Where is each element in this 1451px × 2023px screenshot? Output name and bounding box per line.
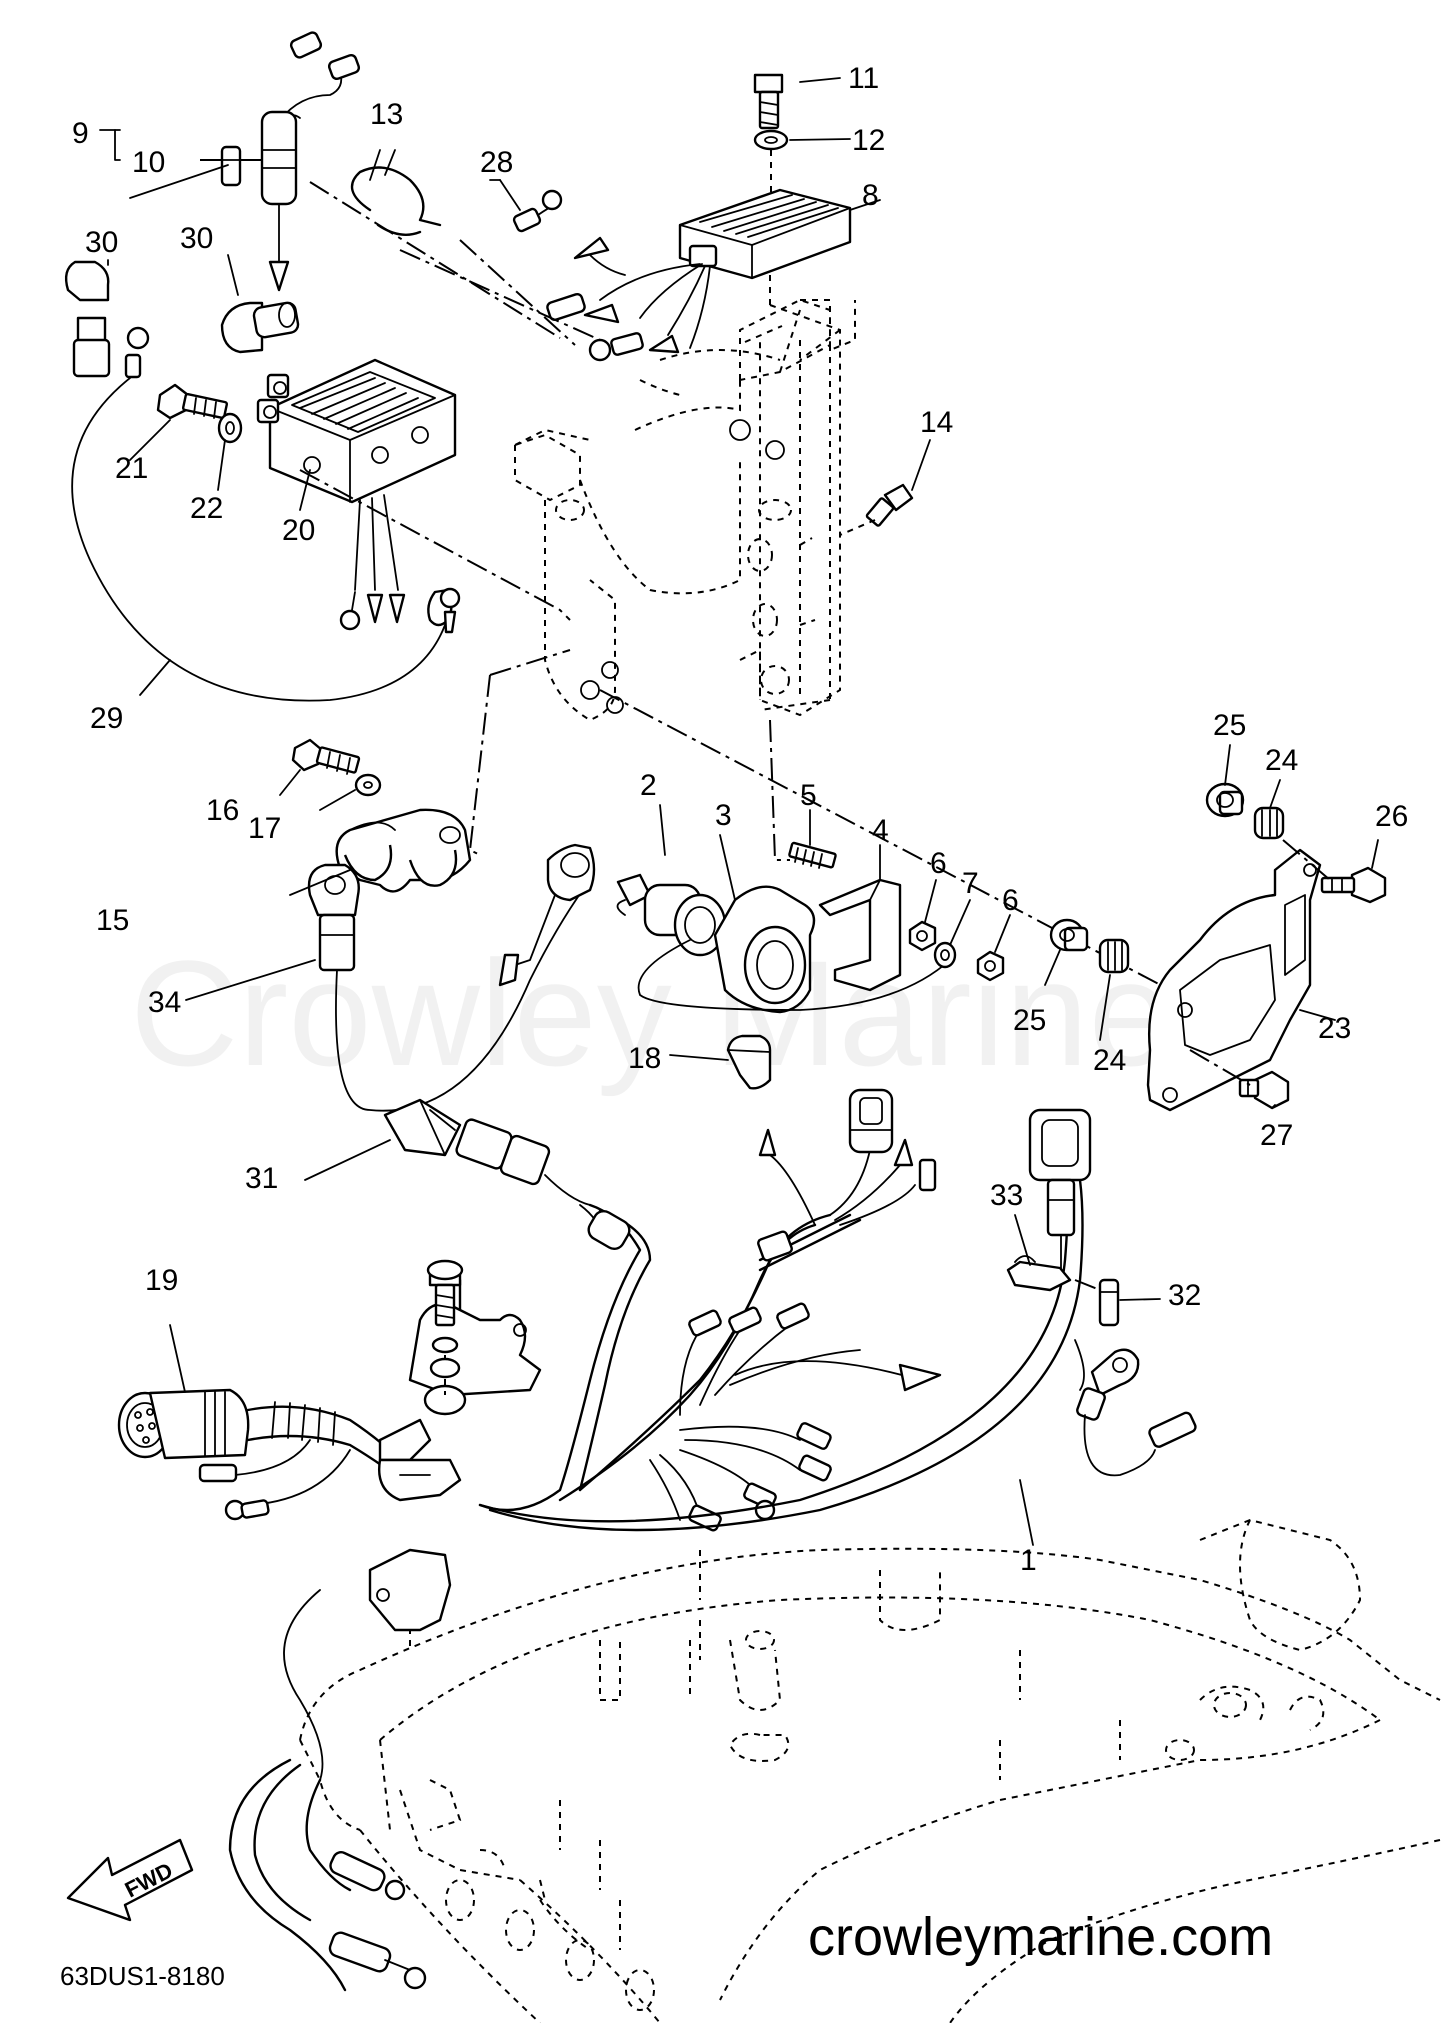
callout-21: 21 <box>115 452 148 485</box>
callout-22: 22 <box>190 492 223 525</box>
part-33-clip[interactable] <box>1006 1255 1072 1292</box>
callout-18: 18 <box>628 1042 661 1075</box>
callout-31: 31 <box>245 1162 278 1195</box>
ground-cable-end[interactable] <box>1076 1348 1197 1477</box>
callout-8: 8 <box>862 179 879 212</box>
callout-24-bottom: 24 <box>1093 1044 1126 1077</box>
callout-27: 27 <box>1260 1119 1293 1152</box>
callout-2: 2 <box>640 769 657 802</box>
callout-30-center: 30 <box>180 222 213 255</box>
callout-26: 26 <box>1375 800 1408 833</box>
callout-1: 1 <box>1020 1544 1037 1577</box>
callout-3: 3 <box>715 799 732 832</box>
connector-plug[interactable] <box>455 1118 591 1206</box>
part-24-collar-bottom[interactable] <box>1098 938 1130 974</box>
callout-labels: 1 2 3 4 5 6 6 7 8 9 10 11 12 13 14 15 16… <box>72 62 1408 1577</box>
part-13-clamp[interactable] <box>350 149 442 236</box>
callout-6-right: 6 <box>1002 884 1019 917</box>
callout-25-bottom: 25 <box>1013 1004 1046 1037</box>
part-17-washer[interactable] <box>354 773 382 797</box>
part-32-fuse[interactable] <box>1074 1278 1120 1327</box>
mounting-bracket <box>514 298 856 722</box>
callout-16: 16 <box>206 794 239 827</box>
callout-24-top: 24 <box>1265 744 1298 777</box>
callout-20: 20 <box>282 514 315 547</box>
callout-32: 32 <box>1168 1279 1201 1312</box>
callout-34: 34 <box>148 986 181 1019</box>
part-30-cap-left[interactable] <box>64 260 111 378</box>
callout-10: 10 <box>132 146 165 179</box>
part-2-neutral-switch[interactable] <box>498 843 727 987</box>
website-text: crowleymarine.com <box>808 1907 1273 1967</box>
callout-19: 19 <box>145 1264 178 1297</box>
part-26-bolt[interactable] <box>1320 866 1387 904</box>
callout-28: 28 <box>480 146 513 179</box>
bottom-cowling <box>299 1518 1441 2023</box>
callout-15: 15 <box>96 904 129 937</box>
part-5-screw[interactable] <box>788 841 837 869</box>
part-3-cover[interactable] <box>637 885 951 1014</box>
part-12-washer[interactable] <box>753 129 789 151</box>
callout-12: 12 <box>852 124 885 157</box>
callout-13: 13 <box>370 98 403 131</box>
part-8-rectifier-regulator[interactable] <box>546 188 852 362</box>
part-23-stay-bracket[interactable] <box>1146 848 1322 1112</box>
callout-6-left: 6 <box>930 847 947 880</box>
part-15-clamp[interactable] <box>335 808 472 893</box>
callout-33: 33 <box>990 1179 1023 1212</box>
callout-29: 29 <box>90 702 123 735</box>
callout-7: 7 <box>962 867 979 900</box>
part-31-cover[interactable] <box>383 1098 462 1157</box>
part-30-cap-center[interactable] <box>220 301 300 354</box>
part-22-washer[interactable] <box>217 412 243 444</box>
callout-11: 11 <box>848 62 879 95</box>
part-25-grommet-top[interactable] <box>1205 782 1245 818</box>
callout-30-left: 30 <box>85 226 118 259</box>
part-25-grommet-bottom[interactable] <box>1049 918 1089 952</box>
part-1-wire-harness[interactable] <box>478 1088 1085 1532</box>
bracket-9-10 <box>114 129 121 161</box>
callout-9: 9 <box>72 117 89 150</box>
part-34-cap[interactable] <box>307 863 591 1112</box>
callout-4: 4 <box>872 814 889 847</box>
battery-cables[interactable] <box>228 1548 452 1992</box>
leader-lines <box>107 77 1379 1546</box>
part-28-wire[interactable] <box>499 179 563 233</box>
part-20-cdi-unit[interactable] <box>256 358 457 631</box>
part-11-bolt[interactable] <box>753 73 784 130</box>
callout-17: 17 <box>248 812 281 845</box>
callout-14: 14 <box>920 406 953 439</box>
harness-holder[interactable] <box>378 1278 542 1502</box>
part-24-collar-top[interactable] <box>1253 806 1285 840</box>
part-9-connector[interactable] <box>260 31 361 292</box>
part-4-bracket[interactable] <box>818 878 902 992</box>
part-16-bolt[interactable] <box>291 738 361 775</box>
callout-25-top: 25 <box>1213 709 1246 742</box>
part-10-fuse[interactable] <box>200 145 262 187</box>
connector-boot[interactable] <box>1028 1108 1092 1281</box>
callout-23: 23 <box>1318 1012 1351 1045</box>
fwd-arrow-icon: FWD <box>66 1838 194 1922</box>
part-21-bolt[interactable] <box>156 383 229 420</box>
part-18-tab[interactable] <box>726 1034 772 1090</box>
part-6-nut-right[interactable] <box>976 950 1005 982</box>
part-27-bolt[interactable] <box>1238 1070 1290 1110</box>
callout-5: 5 <box>800 779 817 812</box>
harness-holder-screw[interactable] <box>426 1259 464 1379</box>
part-19-main-connector[interactable] <box>117 1388 432 1521</box>
drawing-code: 63DUS1-8180 <box>60 1961 225 1991</box>
part-29-ground-wire[interactable] <box>71 326 461 702</box>
part-6-nut-left[interactable] <box>908 920 937 952</box>
part-7-washer[interactable] <box>933 941 957 969</box>
